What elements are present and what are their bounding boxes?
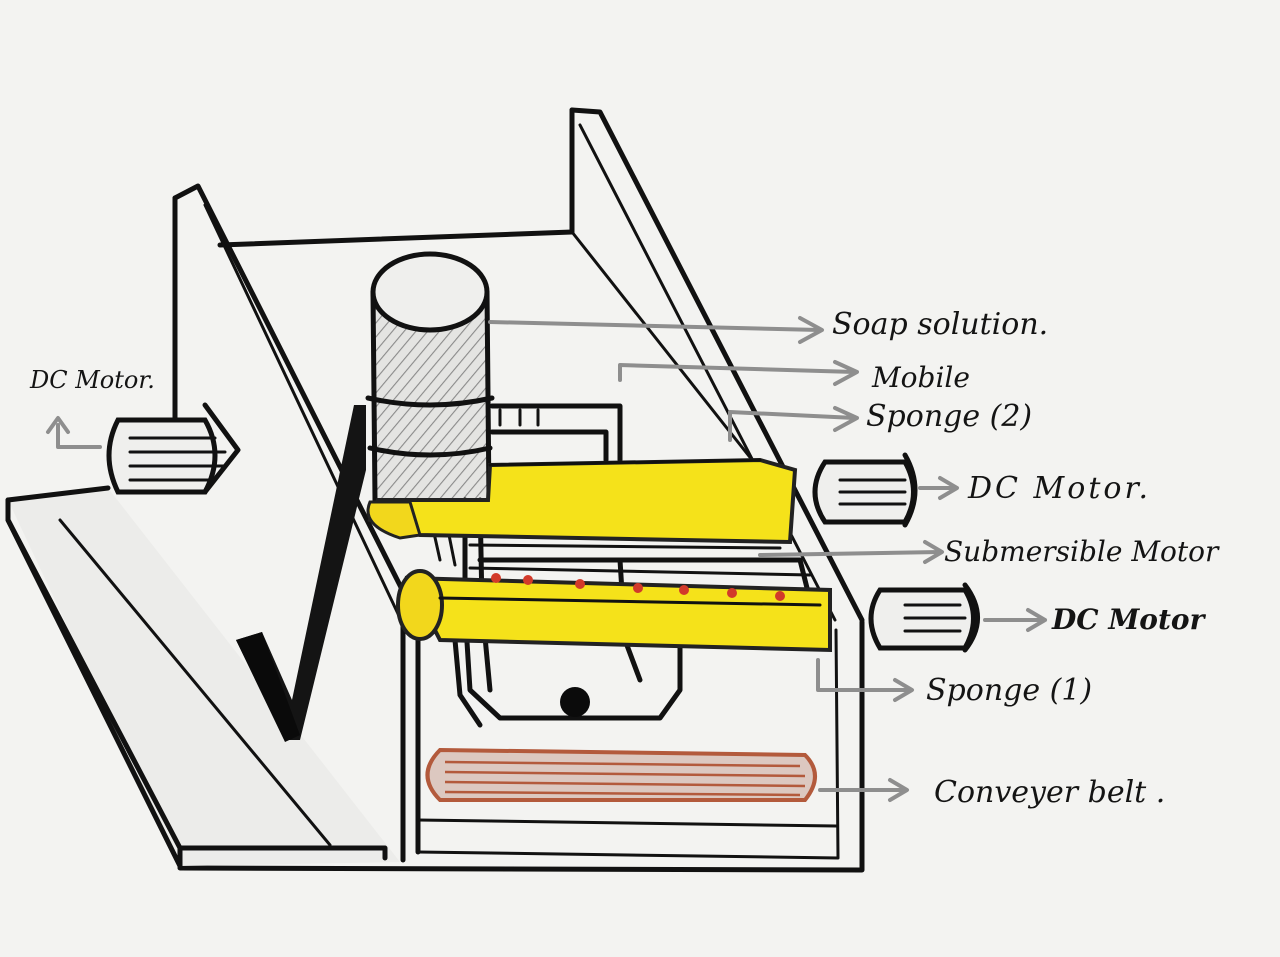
label-soap-solution: Soap solution. (832, 310, 1048, 340)
soap-cylinder (368, 254, 492, 508)
dc-motor-right-top (815, 455, 915, 525)
label-dc-motor-right-mid: DC Motor (1052, 606, 1204, 634)
dc-motor-left (109, 405, 238, 492)
label-mobile: Mobile (872, 364, 970, 392)
conveyer-belt (428, 750, 816, 800)
label-dc-motor-right-top: DC Motor. (968, 474, 1151, 504)
frame-right-wall (572, 110, 862, 620)
label-conveyer-belt: Conveyer belt . (934, 778, 1165, 808)
sponge-1-roller (398, 571, 830, 650)
dc-motor-right-mid (871, 585, 978, 650)
label-submersible-motor: Submersible Motor (944, 538, 1218, 566)
label-sponge-2: Sponge (2) (866, 402, 1032, 432)
label-dc-motor-left: DC Motor. (30, 368, 155, 392)
label-sponge-1: Sponge (1) (926, 676, 1092, 706)
